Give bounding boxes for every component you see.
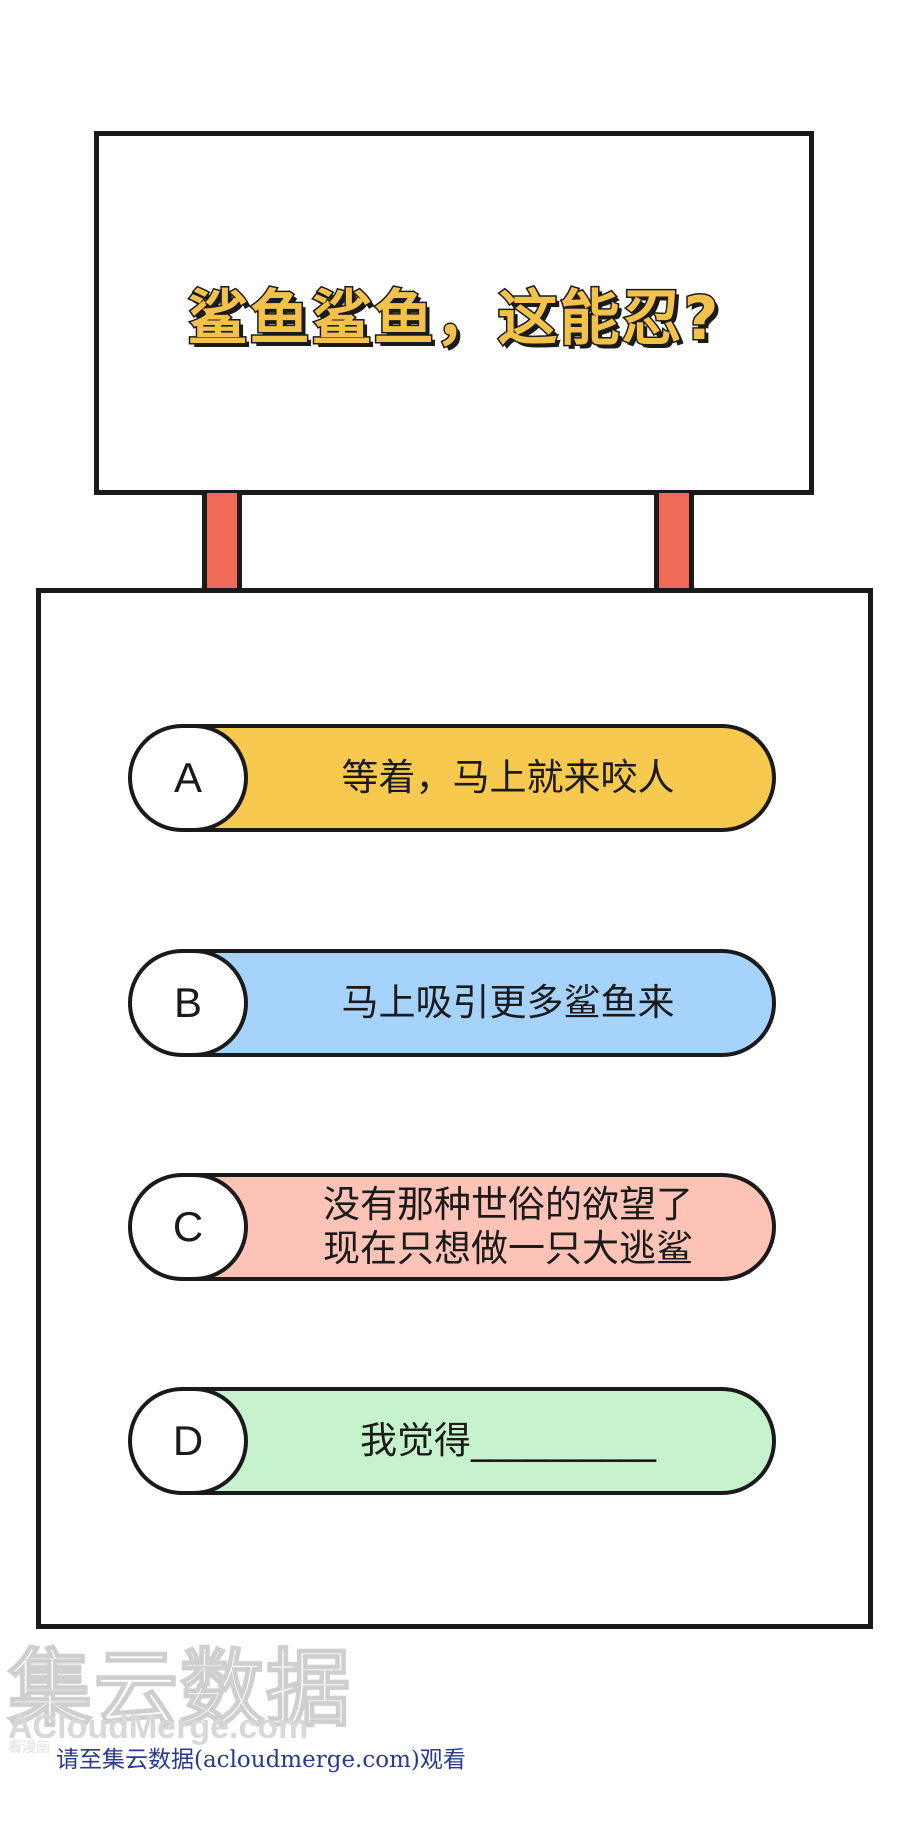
sign-post-right [654,493,694,590]
option-c[interactable]: 没有那种世俗的欲望了 现在只想做一只大逃鲨 C [128,1173,776,1281]
option-d-letter: D [172,1417,204,1464]
option-a-letter: A [173,754,202,801]
option-b-letter: B [173,979,202,1026]
option-c-bar[interactable]: 没有那种世俗的欲望了 现在只想做一只大逃鲨 [180,1173,776,1281]
option-d-text: 我觉得__________ [360,1419,656,1463]
option-b[interactable]: 马上吸引更多鲨鱼来 B [128,949,776,1057]
footer-source-note: 请至集云数据(acloudmerge.com)观看 [56,1747,466,1773]
watermark-logo-cn: 集云数据 [7,1639,353,1739]
option-d[interactable]: 我觉得__________ D [128,1387,776,1495]
option-c-letter: C [172,1203,204,1250]
option-b-circle[interactable]: B [128,949,248,1057]
option-a-bar[interactable]: 等着，马上就来咬人 [180,724,776,832]
question-title: 鲨鱼鲨鱼，这能忍? [186,282,721,355]
option-a[interactable]: 等着，马上就来咬人 A [128,724,776,832]
option-c-circle[interactable]: C [128,1173,248,1281]
watermark-small-text: 看漫画 [8,1740,50,1756]
watermark-logo-en: ACloudMerge.com [8,1708,309,1746]
question-sign: 鲨鱼鲨鱼，这能忍? [94,131,814,495]
option-d-circle[interactable]: D [128,1387,248,1495]
option-c-text: 没有那种世俗的欲望了 现在只想做一只大逃鲨 [323,1183,693,1270]
option-a-circle[interactable]: A [128,724,248,832]
option-d-bar[interactable]: 我觉得__________ [180,1387,776,1495]
sign-post-left [202,493,242,590]
option-a-text: 等着，马上就来咬人 [341,756,675,800]
option-b-bar[interactable]: 马上吸引更多鲨鱼来 [180,949,776,1057]
option-b-text: 马上吸引更多鲨鱼来 [341,981,675,1025]
